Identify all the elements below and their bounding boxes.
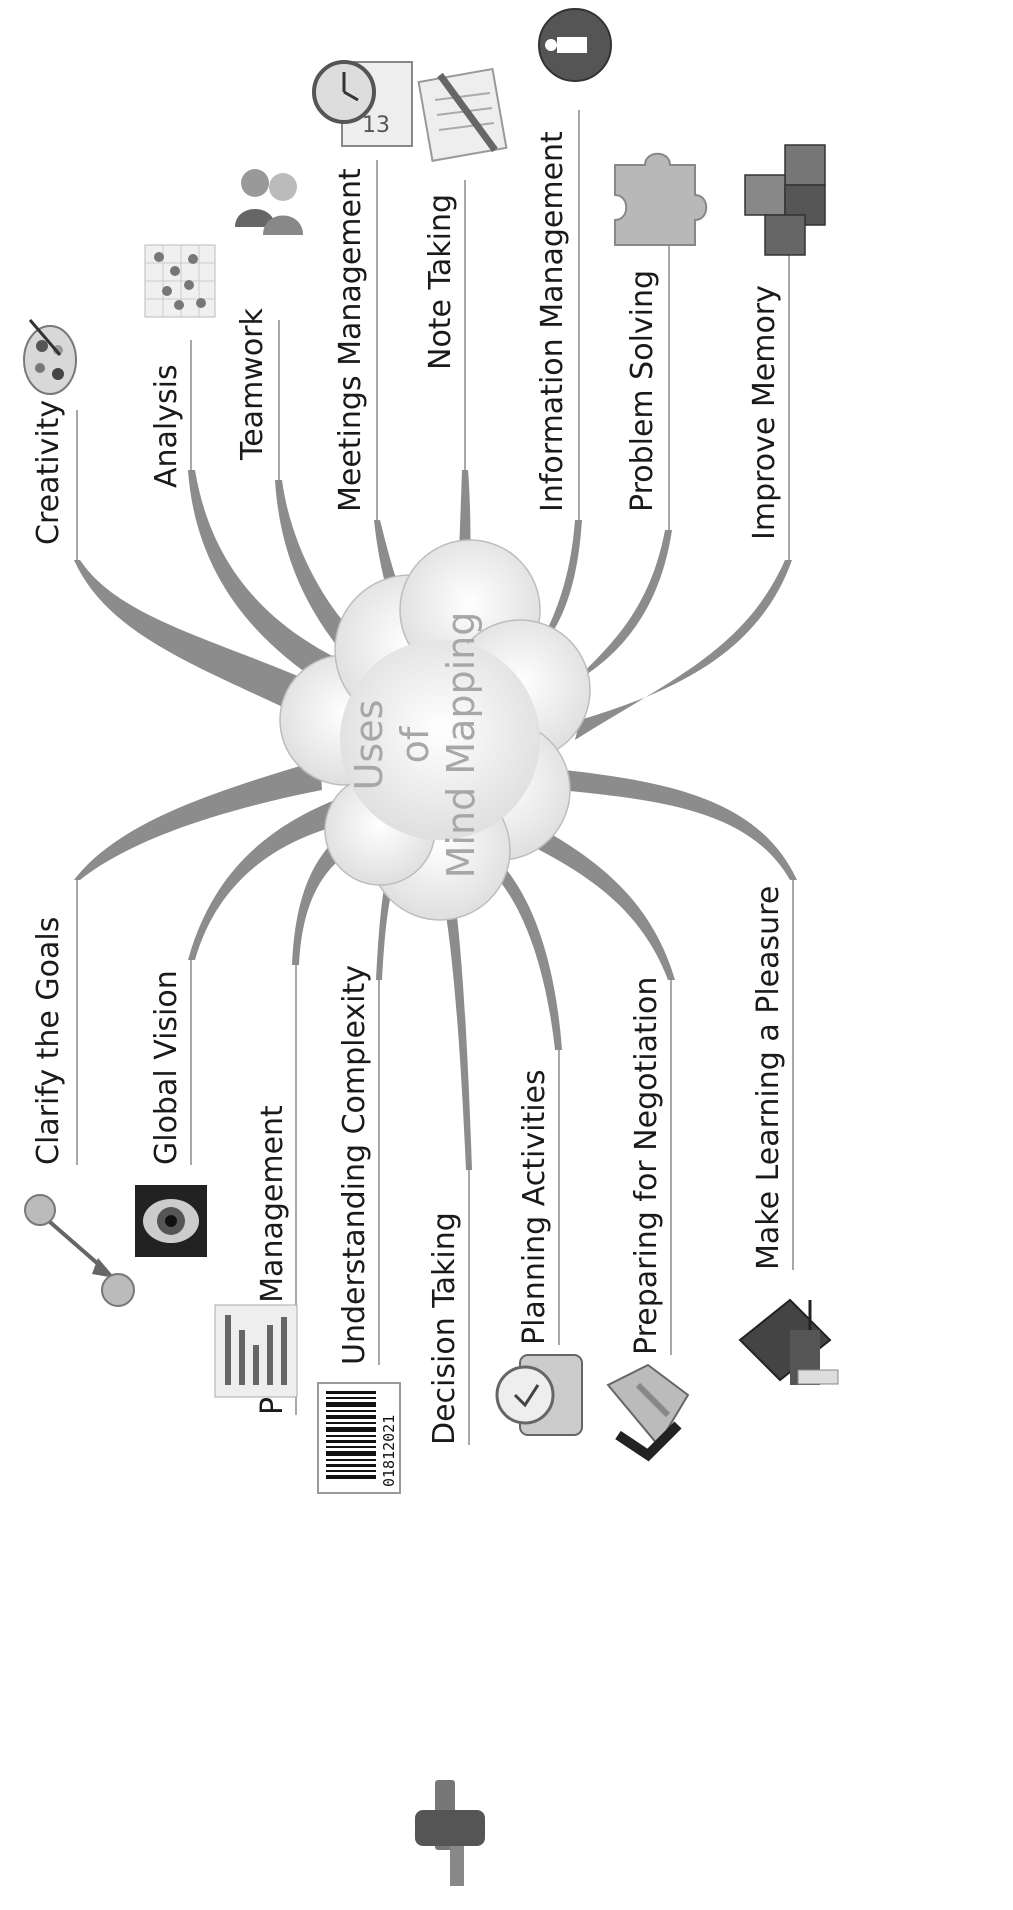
- barcode-number: 01812021: [380, 1415, 398, 1487]
- label-creativity: Creativity: [31, 400, 66, 545]
- center-line-2: of: [393, 725, 437, 763]
- stacked-cubes-icon: [744, 144, 826, 256]
- notepad-pencil-icon: [417, 67, 508, 162]
- label-underlines: [76, 110, 794, 1445]
- gantt-chart-icon: [214, 1304, 298, 1398]
- connected-nodes-icon: [24, 1194, 135, 1307]
- label-meetings: Meetings Management: [333, 168, 368, 512]
- label-analysis: Analysis: [149, 364, 184, 488]
- label-notetaking: Note Taking: [423, 194, 458, 370]
- graduation-cap-icon: [738, 1298, 839, 1385]
- alarm-clock-icon: [495, 1354, 583, 1436]
- branch-understanding: [376, 860, 400, 980]
- branch-globalvision: [188, 800, 340, 960]
- label-teamwork: Teamwork: [235, 307, 270, 461]
- branch-teamwork: [275, 480, 360, 662]
- branch-memory: [575, 560, 792, 740]
- branch-clarify: [74, 760, 322, 880]
- gavel-icon: [415, 1780, 485, 1886]
- label-problem: Problem Solving: [625, 270, 660, 512]
- clock-calendar-icon: 13: [312, 60, 413, 147]
- central-cloud: [279, 539, 591, 921]
- label-learning: Make Learning a Pleasure: [751, 886, 786, 1270]
- barcode-icon: 01812021: [317, 1382, 401, 1494]
- branch-decision: [440, 878, 472, 1170]
- palette-icon: [23, 319, 77, 395]
- center-line-3: Mind Mapping: [439, 612, 483, 879]
- branch-learning: [560, 770, 797, 880]
- label-negotiation: Preparing for Negotiation: [629, 977, 664, 1355]
- label-planning: Planning Activities: [517, 1069, 552, 1345]
- center-line-1: Uses: [347, 700, 391, 791]
- label-memory: Improve Memory: [747, 285, 782, 540]
- puzzle-piece-icon: [614, 152, 708, 246]
- center-title: Uses of Mind Mapping: [347, 612, 483, 879]
- branch-infomgmt: [528, 520, 582, 665]
- label-globalvision: Global Vision: [149, 970, 184, 1165]
- branch-planning: [490, 862, 562, 1050]
- scatter-grid-icon: [144, 244, 216, 318]
- branch-creativity: [74, 560, 330, 725]
- people-icon: [235, 169, 303, 235]
- label-clarify: Clarify the Goals: [31, 917, 66, 1165]
- info-icon: [538, 8, 612, 82]
- eye-icon: [135, 1185, 207, 1257]
- svg-text:13: 13: [362, 113, 390, 138]
- label-infomgmt: Information Management: [535, 131, 570, 512]
- label-understanding: Understanding Complexity: [337, 965, 372, 1365]
- handshake-icon: [606, 1363, 690, 1462]
- label-decision: Decision Taking: [427, 1212, 462, 1445]
